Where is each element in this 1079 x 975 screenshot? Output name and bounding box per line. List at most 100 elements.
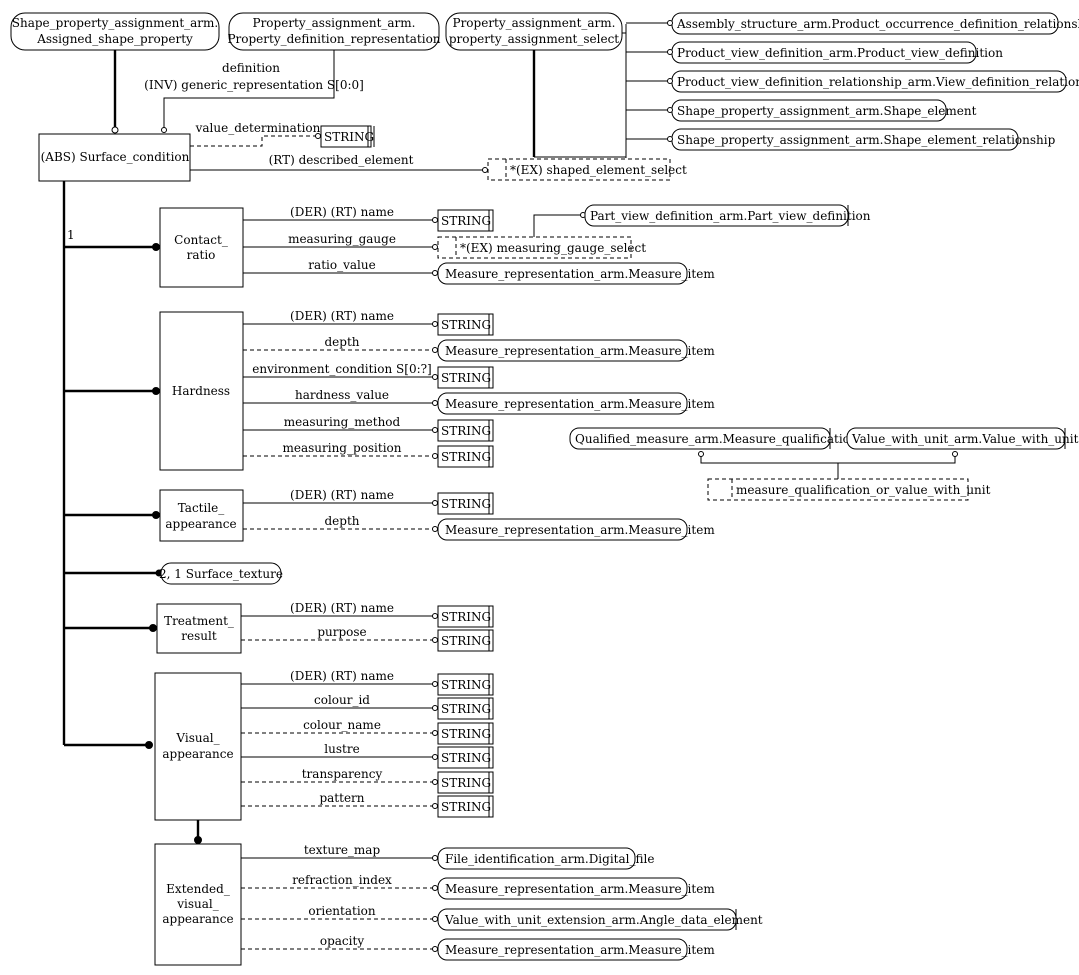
type-label: STRING xyxy=(441,727,491,741)
ref-label: 2, 1 Surface_texture xyxy=(159,567,283,581)
ref-label: Value_with_unit_extension_arm.Angle_data… xyxy=(444,913,763,927)
type-string: STRING xyxy=(437,209,494,232)
subtype-dot xyxy=(152,243,160,251)
ref-measure-item: Measure_representation_arm.Measure_item xyxy=(437,262,715,285)
ref-shape-element: Shape_property_assignment_arm.Shape_elem… xyxy=(671,99,977,122)
attr-colour-name: colour_name STRING xyxy=(241,718,494,745)
attr-measuring-method: measuring_method STRING xyxy=(243,415,494,442)
attr-opacity: opacity Measure_representation_arm.Measu… xyxy=(241,934,715,961)
ref-shape-element-relationship: Shape_property_assignment_arm.Shape_elem… xyxy=(671,128,1056,151)
entity-label: result xyxy=(181,629,217,643)
attr-label: depth xyxy=(324,335,359,349)
attr-texture-map: texture_map File_identification_arm.Digi… xyxy=(241,843,654,870)
attr-label: (DER) (RT) name xyxy=(290,205,394,219)
attr-ratio-value: ratio_value xyxy=(243,258,438,276)
ref-label: Measure_representation_arm.Measure_item xyxy=(445,882,715,896)
attr-label: transparency xyxy=(302,767,383,781)
attr-lustre: lustre STRING xyxy=(241,742,494,769)
entity-treatment-result: Treatment_ result xyxy=(156,603,242,654)
subtype-dot xyxy=(194,836,202,844)
entity-surface-condition: (ABS) Surface_condition xyxy=(38,133,191,182)
ref-label: Measure_representation_arm.Measure_item xyxy=(445,523,715,537)
select-to-part-view xyxy=(533,214,581,237)
ref-property-assignment-select: Property_assignment_arm. property_assign… xyxy=(445,12,623,51)
ref-label: Part_view_definition_arm.Part_view_defin… xyxy=(590,209,871,223)
type-label: STRING xyxy=(441,424,491,438)
type-label: STRING xyxy=(441,497,491,511)
attr-purpose: purpose STRING xyxy=(241,625,494,652)
attr-tactile-depth: depth Measure_representation_arm.Measure… xyxy=(243,514,715,541)
entity-label: Treatment_ xyxy=(164,614,234,628)
attr-hardness-value: hardness_value Measure_representation_ar… xyxy=(243,388,715,415)
entity-contact-ratio: Contact_ ratio xyxy=(159,207,244,288)
attr-label: (DER) (RT) name xyxy=(290,488,394,502)
type-label: STRING xyxy=(441,751,491,765)
attr-visual-name: (DER) (RT) name STRING xyxy=(241,669,494,696)
type-label: STRING xyxy=(441,214,491,228)
supertype-circle xyxy=(111,126,119,134)
ref-label-line1: Shape_property_assignment_arm. xyxy=(12,16,218,30)
attr-hardness-depth: depth Measure_representation_arm.Measure… xyxy=(243,335,715,362)
attr-label: purpose xyxy=(317,625,366,639)
ref-label-line2: Property_definition_representation xyxy=(227,32,440,46)
subtype-dot xyxy=(149,624,157,632)
ref-assembly-relationship: Assembly_structure_arm.Product_occurrenc… xyxy=(671,12,1079,35)
attr-label: (RT) described_element xyxy=(269,153,414,167)
type-label: STRING xyxy=(441,678,491,692)
ref-label: Measure_representation_arm.Measure_item xyxy=(445,397,715,411)
attr-label: pattern xyxy=(319,791,364,805)
select-shaped-element: *(EX) shaped_element_select xyxy=(487,158,687,181)
entity-label: appearance xyxy=(162,747,233,761)
attr-label: definition xyxy=(222,61,280,75)
entity-hardness: Hardness xyxy=(159,311,244,471)
attr-label: ratio_value xyxy=(308,258,375,272)
ref-label: Assembly_structure_arm.Product_occurrenc… xyxy=(676,17,1079,31)
attr-refraction-index: refraction_index Measure_representation_… xyxy=(241,873,715,900)
entity-label: Extended_ xyxy=(166,882,230,896)
select-members-line xyxy=(700,454,956,464)
select-mq-or-vwu: measure_qualification_or_value_with_unit xyxy=(707,478,991,501)
type-label: STRING xyxy=(324,130,374,144)
type-label: STRING xyxy=(441,450,491,464)
subtype-dot xyxy=(152,511,160,519)
attr-label: measuring_position xyxy=(282,441,401,455)
attr-pattern: pattern STRING xyxy=(241,791,494,818)
entity-visual-appearance: Visual_ appearance xyxy=(154,672,242,821)
ref-label: Qualified_measure_arm.Measure_qualificat… xyxy=(575,432,858,446)
attr-label: opacity xyxy=(320,934,364,948)
type-label: STRING xyxy=(441,800,491,814)
attr-definition: definition (INV) generic_representation … xyxy=(144,50,364,133)
select-label: *(EX) shaped_element_select xyxy=(510,163,687,177)
ref-label: Measure_representation_arm.Measure_item xyxy=(445,267,715,281)
type-label: STRING xyxy=(441,318,491,332)
entity-label: Tactile_ xyxy=(178,501,225,515)
ref-label: Product_view_definition_arm.Product_view… xyxy=(677,46,1003,60)
attr-label: orientation xyxy=(308,904,375,918)
ref-qualified-measure: Qualified_measure_arm.Measure_qualificat… xyxy=(569,427,858,450)
entity-label: Visual_ xyxy=(175,731,219,745)
attr-label: refraction_index xyxy=(292,873,392,887)
entity-tactile-appearance: Tactile_ appearance xyxy=(159,489,244,542)
entity-label: visual_ xyxy=(176,897,219,911)
attr-value-determination: value_determination STRING xyxy=(190,121,375,148)
ref-label: Measure_representation_arm.Measure_item xyxy=(445,344,715,358)
ref-label-line2: property_assignment_select xyxy=(449,32,619,46)
entity-label: appearance xyxy=(165,517,236,531)
entity-extended-visual-appearance: Extended_ visual_ appearance xyxy=(154,843,242,966)
ref-label: File_identification_arm.Digital_file xyxy=(445,852,654,866)
select-measuring-gauge: *(EX) measuring_gauge_select xyxy=(437,236,646,259)
ref-label-line1: Property_assignment_arm. xyxy=(453,16,616,30)
ref-shape-assigned-property: Shape_property_assignment_arm. Assigned_… xyxy=(10,12,220,51)
attr-label: measuring_gauge xyxy=(288,232,396,246)
entity-label: appearance xyxy=(162,912,233,926)
attr-hardness-name: (DER) (RT) name STRING xyxy=(243,309,494,336)
type-label: STRING xyxy=(441,610,491,624)
ref-label: Product_view_definition_relationship_arm… xyxy=(677,75,1079,89)
type-label: STRING xyxy=(441,634,491,648)
attr-label: measuring_method xyxy=(284,415,401,429)
attr-label: value_determination xyxy=(195,121,321,135)
entity-label: Contact_ xyxy=(174,233,228,247)
subtype-dot xyxy=(152,387,160,395)
attr-label: colour_name xyxy=(303,718,381,732)
